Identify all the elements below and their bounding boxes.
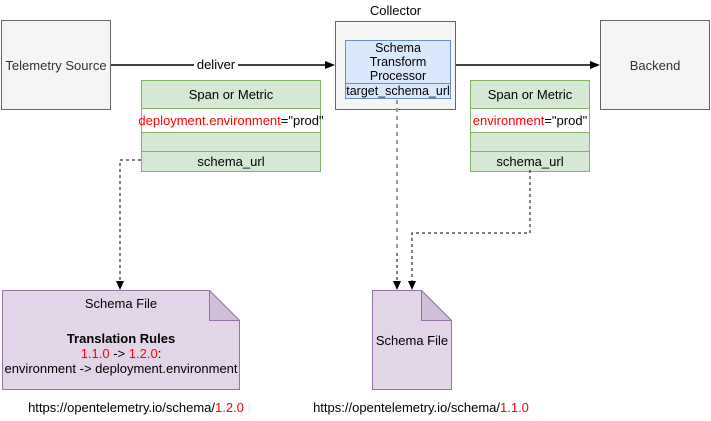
note-shape-left xyxy=(2,289,241,390)
schema-file-right-node: Schema File xyxy=(372,289,453,390)
span-or-metric-right-node: Span or Metric environment="prod" schema… xyxy=(470,80,590,172)
left-schema-url-arrowhead-icon xyxy=(116,281,124,290)
telemetry-source-node: Telemetry Source xyxy=(1,20,111,110)
collector-title: Collector xyxy=(369,3,422,18)
span-left-attr-value: ="prod" xyxy=(280,113,324,128)
url-left-version: 1.2.0 xyxy=(215,400,244,415)
schema-transform-processor-node: Schema Transform Processor target_schema… xyxy=(345,40,451,99)
version-arrow: -> xyxy=(109,346,129,361)
collector-backend-arrowhead-icon xyxy=(590,61,600,69)
right-schema-url-dashed-line xyxy=(411,170,531,281)
span-right-schema-url-row: schema_url xyxy=(471,151,589,171)
processor-title: Schema Transform Processor xyxy=(369,41,427,83)
span-right-attr-key: environment xyxy=(472,113,545,128)
right-schema-url-arrowhead-icon xyxy=(408,281,416,290)
deliver-edge-label: deliver xyxy=(194,58,238,72)
backend-node: Backend xyxy=(600,20,710,110)
translation-rules-versions: 1.1.0 -> 1.2.0: xyxy=(2,346,240,361)
from-version: 1.1.0 xyxy=(80,346,110,361)
span-right-empty-row xyxy=(471,132,589,151)
deliver-arrowhead-icon xyxy=(325,61,335,69)
schema-file-right-title: Schema File xyxy=(375,333,449,348)
span-left-attr-key: deployment.environment xyxy=(138,113,281,128)
collector-node: Schema Transform Processor target_schema… xyxy=(335,21,456,110)
span-left-schema-url-row: schema_url xyxy=(142,151,320,171)
schema-file-left-node: Schema File Translation Rules 1.1.0 -> 1… xyxy=(2,289,241,390)
target-schema-url-arrowhead-icon xyxy=(393,281,401,290)
span-or-metric-left-node: Span or Metric deployment.environment="p… xyxy=(138,80,324,172)
schema-url-caption-left: https://opentelemetry.io/schema/1.2.0 xyxy=(16,400,256,415)
left-schema-url-dashed-line xyxy=(119,159,141,281)
url-right-base: https://opentelemetry.io/schema/ xyxy=(313,400,500,415)
url-right-version: 1.1.0 xyxy=(500,400,529,415)
note-shape-right xyxy=(372,289,453,390)
translation-rules-heading: Translation Rules xyxy=(66,331,176,346)
span-left-title: Span or Metric xyxy=(142,81,320,108)
schema-file-left-title: Schema File xyxy=(84,296,158,311)
processor-target-schema-url-field: target_schema_url xyxy=(346,83,450,98)
to-version: 1.2.0 xyxy=(128,346,158,361)
folded-corner-icon xyxy=(209,289,241,321)
url-left-base: https://opentelemetry.io/schema/ xyxy=(28,400,215,415)
span-right-attr-value: ="prod" xyxy=(544,113,588,128)
span-right-title: Span or Metric xyxy=(471,81,589,108)
schema-url-caption-right: https://opentelemetry.io/schema/1.1.0 xyxy=(301,400,541,415)
version-colon: : xyxy=(157,346,162,361)
telemetry-source-label: Telemetry Source xyxy=(5,57,107,73)
span-right-attribute-row: environment="prod" xyxy=(471,108,589,132)
translation-rules-mapping: environment -> deployment.environment xyxy=(4,361,238,376)
span-left-attribute-row: deployment.environment="prod" xyxy=(138,108,324,132)
backend-label: Backend xyxy=(629,57,681,73)
span-left-empty-row xyxy=(142,132,320,151)
folded-corner-icon xyxy=(421,289,453,321)
